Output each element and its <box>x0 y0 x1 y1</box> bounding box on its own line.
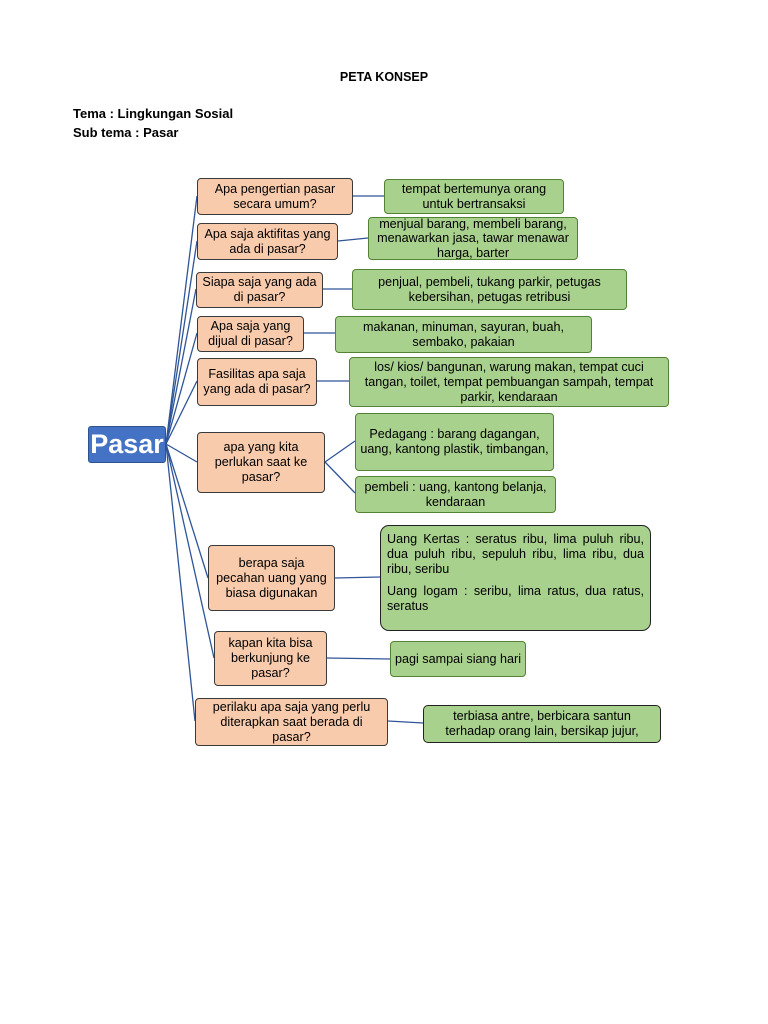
link-q6-a6 <box>324 440 356 463</box>
page-title: PETA KONSEP <box>339 70 429 84</box>
answer-node-10: terbiasa antre, berbicara santun terhada… <box>423 705 661 743</box>
answer-node-4: makanan, minuman, sayuran, buah, sembako… <box>335 316 592 353</box>
link-root-q8 <box>165 443 215 659</box>
link-q6-a7 <box>324 461 356 494</box>
answer-node-3: penjual, pembeli, tukang parkir, petugas… <box>352 269 627 310</box>
link-root-q4 <box>165 332 198 445</box>
link-q8-a9 <box>326 657 391 660</box>
answer-node-6: Pedagang : barang dagangan, uang, kanton… <box>355 413 554 471</box>
question-node-5: Fasilitas apa saja yang ada di pasar? <box>197 358 317 406</box>
link-root-q5 <box>165 380 198 445</box>
question-node-8: kapan kita bisa berkunjung ke pasar? <box>214 631 327 686</box>
link-q2-a2 <box>337 237 369 242</box>
link-root-q3 <box>165 288 197 445</box>
root-node-pasar: Pasar <box>88 426 166 463</box>
question-node-4: Apa saja yang dijual di pasar? <box>197 316 304 352</box>
question-node-3: Siapa saja yang ada di pasar? <box>196 272 323 308</box>
answer-node-5: los/ kios/ bangunan, warung makan, tempa… <box>349 357 669 407</box>
link-q7-a8 <box>334 576 381 579</box>
answer-node-9: pagi sampai siang hari <box>390 641 526 677</box>
answer-node-8: Uang Kertas : seratus ribu, lima puluh r… <box>380 525 651 631</box>
answer-node-1: tempat bertemunya orang untuk bertransak… <box>384 179 564 214</box>
theme-label: Tema : Lingkungan Sosial <box>73 106 234 121</box>
question-node-7: berapa saja pecahan uang yang biasa digu… <box>208 545 335 611</box>
link-root-q2 <box>165 240 198 445</box>
link-root-q6 <box>165 443 198 463</box>
link-root-q1 <box>165 195 198 445</box>
answer-node-2: menjual barang, membeli barang, menawark… <box>368 217 578 260</box>
paper-money-text: Uang Kertas : seratus ribu, lima puluh r… <box>387 532 644 576</box>
coin-money-text: Uang logam : seribu, lima ratus, dua rat… <box>387 584 644 613</box>
subtheme-label: Sub tema : Pasar <box>73 125 179 140</box>
question-node-6: apa yang kita perlukan saat ke pasar? <box>197 432 325 493</box>
link-root-q9 <box>165 443 196 722</box>
question-node-9: perilaku apa saja yang perlu diterapkan … <box>195 698 388 746</box>
link-q9-a10 <box>387 720 424 724</box>
answer-node-7: pembeli : uang, kantong belanja, kendara… <box>355 476 556 513</box>
link-root-q7 <box>165 443 209 579</box>
question-node-2: Apa saja aktifitas yang ada di pasar? <box>197 223 338 260</box>
question-node-1: Apa pengertian pasar secara umum? <box>197 178 353 215</box>
